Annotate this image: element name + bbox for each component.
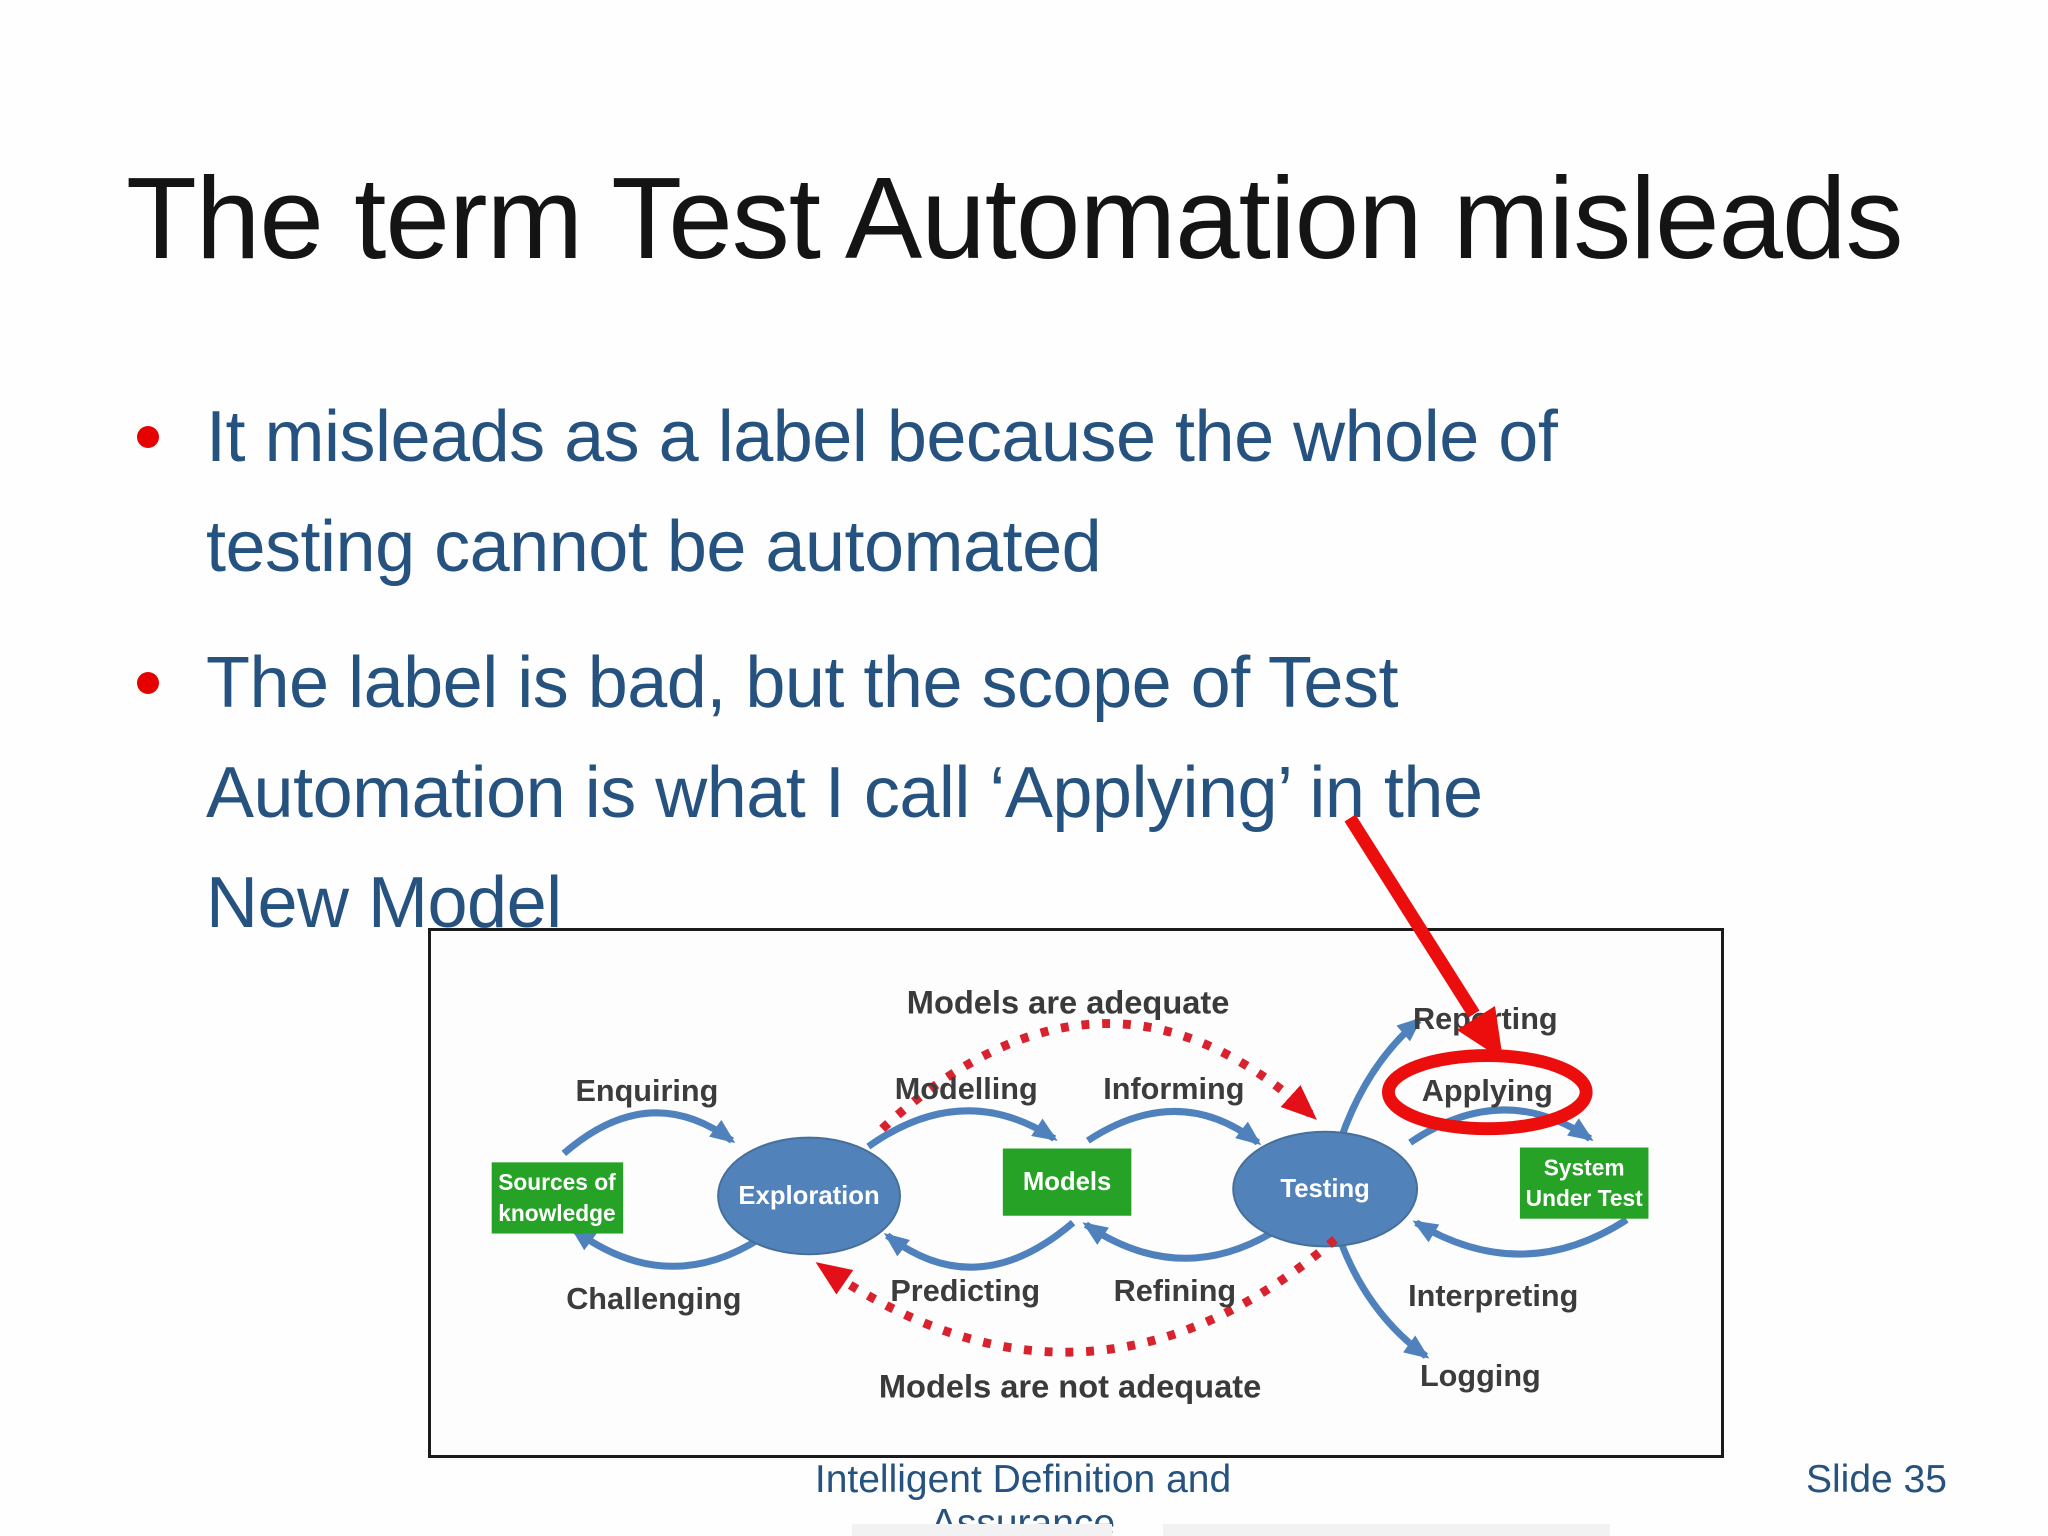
sources-node-label-line1: Sources of bbox=[498, 1169, 616, 1195]
models-node-label: Models bbox=[1023, 1168, 1112, 1196]
testing-node-label: Testing bbox=[1280, 1175, 1369, 1203]
interpreting-label: Interpreting bbox=[1408, 1279, 1578, 1313]
logging-arrow bbox=[1337, 1241, 1430, 1359]
interpreting-arrow bbox=[1412, 1216, 1629, 1258]
slide-title: The term Test Automation misleads bbox=[126, 153, 1904, 283]
bullet-item: It misleads as a label because the whole… bbox=[137, 382, 1558, 602]
logging-label: Logging bbox=[1420, 1359, 1541, 1393]
modelling-label: Modelling bbox=[895, 1072, 1038, 1106]
bottom-strip bbox=[1163, 1524, 1610, 1536]
exploration-node-label: Exploration bbox=[738, 1182, 879, 1210]
applying-label: Applying bbox=[1422, 1074, 1553, 1108]
models-adequate-label: Models are adequate bbox=[907, 984, 1230, 1021]
bottom-strip bbox=[852, 1524, 1112, 1536]
informing-arrow bbox=[1085, 1107, 1262, 1146]
sources-of-knowledge-node bbox=[491, 1162, 624, 1234]
informing-label: Informing bbox=[1103, 1072, 1244, 1106]
challenging-label: Challenging bbox=[566, 1282, 741, 1316]
models-not-adequate-arc bbox=[815, 1236, 1338, 1357]
predicting-arrow bbox=[883, 1220, 1076, 1271]
bullet-line: It misleads as a label because the whole… bbox=[206, 397, 1558, 477]
models-not-adequate-label: Models are not adequate bbox=[879, 1367, 1261, 1404]
models-node bbox=[1002, 1148, 1132, 1216]
reporting-label: Reporting bbox=[1413, 1002, 1558, 1036]
refining-arrow bbox=[1082, 1219, 1290, 1262]
predicting-label: Predicting bbox=[890, 1274, 1040, 1308]
bullet-dot-icon bbox=[137, 672, 159, 694]
sources-node-label-line2: knowledge bbox=[498, 1200, 615, 1226]
bullet-dot-icon bbox=[137, 426, 159, 448]
slide-number: Slide 35 bbox=[1806, 1458, 1947, 1501]
system-under-test-node bbox=[1519, 1147, 1649, 1219]
challenging-arrow bbox=[570, 1226, 764, 1270]
bullet-item: The label is bad, but the scope of Test … bbox=[137, 628, 1483, 958]
refining-label: Refining bbox=[1114, 1274, 1237, 1308]
bullet-line: testing cannot be automated bbox=[206, 507, 1102, 587]
enquiring-arrow bbox=[561, 1109, 736, 1157]
sut-node-label-line1: System bbox=[1544, 1154, 1625, 1180]
bullet-text: The label is bad, but the scope of Test … bbox=[206, 628, 1483, 958]
bullet-line: Automation is what I call ‘Applying’ in … bbox=[206, 753, 1483, 833]
exploration-node bbox=[717, 1136, 902, 1256]
modelling-arrow bbox=[866, 1107, 1058, 1150]
reporting-arrow bbox=[1337, 1017, 1423, 1140]
bullet-text: It misleads as a label because the whole… bbox=[206, 382, 1558, 602]
testing-node bbox=[1232, 1130, 1419, 1248]
diagram-canvas: Sources of knowledge Exploration Models … bbox=[491, 984, 1649, 1404]
sut-node-label-line2: Under Test bbox=[1526, 1185, 1643, 1211]
enquiring-label: Enquiring bbox=[575, 1074, 718, 1108]
bullet-line: The label is bad, but the scope of Test bbox=[206, 643, 1398, 723]
testing-model-diagram: Sources of knowledge Exploration Models … bbox=[428, 928, 1724, 1458]
